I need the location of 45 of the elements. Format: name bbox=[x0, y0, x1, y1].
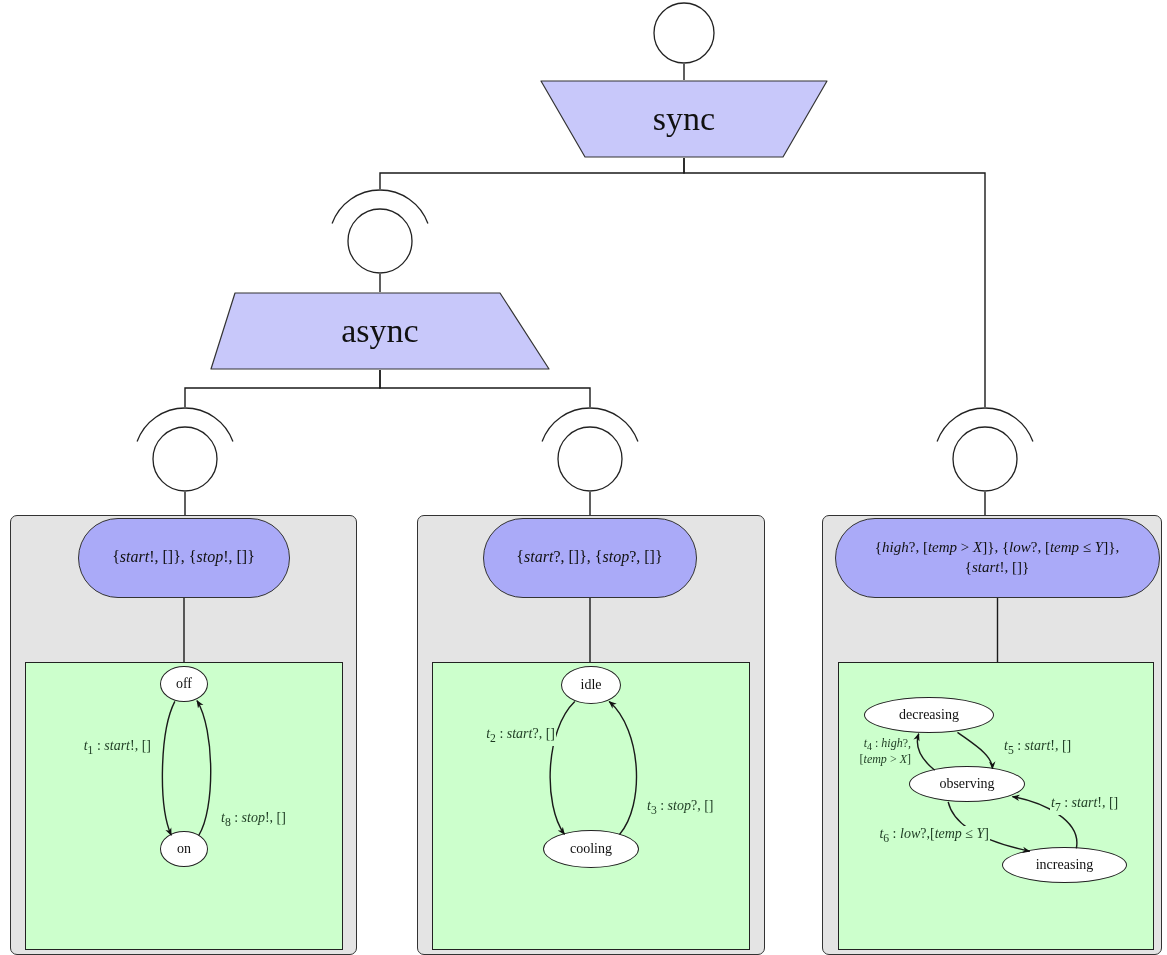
edge-label: t$_{2}$ : start?, [] bbox=[485, 726, 556, 746]
connector-line bbox=[589, 597, 591, 663]
connector-line bbox=[996, 597, 999, 663]
state-name: observing bbox=[939, 776, 995, 792]
state-name: off bbox=[175, 676, 193, 692]
state-ellipse bbox=[160, 831, 208, 867]
connector-line bbox=[379, 273, 381, 293]
transition-arrow bbox=[161, 700, 176, 836]
transition-arrow bbox=[956, 731, 995, 770]
behaviour-box bbox=[24, 661, 343, 950]
interface-pill bbox=[834, 517, 1160, 598]
interface-label: {start!, []}, {stop!, []} bbox=[112, 547, 255, 568]
transition-arrow bbox=[196, 699, 212, 836]
operator-name: sync bbox=[652, 100, 716, 138]
operator-name: async bbox=[341, 312, 419, 350]
component-panel bbox=[417, 515, 765, 955]
operator-trapezoid bbox=[210, 292, 550, 370]
connector-line bbox=[683, 63, 685, 81]
connector-line bbox=[984, 491, 986, 516]
transition-arrow bbox=[608, 700, 638, 836]
connector-line bbox=[589, 491, 591, 516]
component-panel bbox=[10, 515, 357, 955]
state-name: on bbox=[177, 841, 191, 857]
connector-line bbox=[379, 369, 591, 408]
connector-line bbox=[683, 157, 986, 408]
transition-arrow bbox=[549, 700, 576, 836]
connector-line bbox=[184, 491, 186, 516]
behaviour-box bbox=[837, 661, 1154, 950]
transition-arrow bbox=[913, 732, 936, 771]
component-panel bbox=[822, 515, 1162, 955]
state-name: idle bbox=[580, 677, 602, 693]
behaviour-box bbox=[431, 661, 750, 950]
state-ellipse bbox=[561, 666, 621, 704]
state-ellipse bbox=[909, 766, 1025, 802]
state-name: increasing bbox=[1035, 857, 1094, 873]
state-name: decreasing bbox=[899, 707, 959, 723]
state-ellipse bbox=[160, 666, 208, 702]
port-circle bbox=[652, 2, 716, 64]
state-name: cooling bbox=[570, 841, 612, 857]
transition-arrow bbox=[1011, 794, 1078, 849]
interface-label: {start?, []}, {stop?, []} bbox=[516, 547, 663, 568]
connector-line bbox=[183, 597, 185, 663]
operator-trapezoid bbox=[540, 80, 828, 158]
edge-label: t$_{7}$ : start!, [] bbox=[1050, 795, 1120, 815]
interface-label: {high?, [temp > X]}, {low?, [temp ≤ Y]}, {start!, []} bbox=[873, 538, 1121, 577]
